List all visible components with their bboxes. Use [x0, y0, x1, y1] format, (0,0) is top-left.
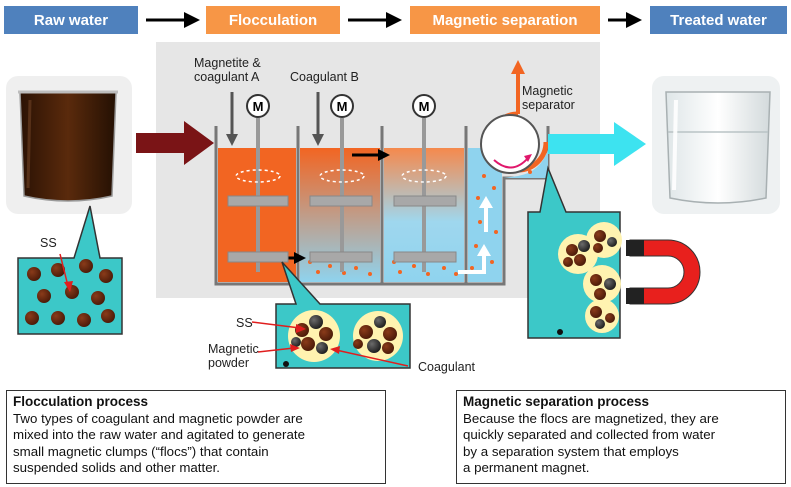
- step-flocculation-label: Flocculation: [228, 11, 318, 29]
- step-treated-water: Treated water: [650, 6, 787, 34]
- magnetic-separation-process-title: Magnetic separation process: [463, 394, 650, 409]
- magnetic-separation-process-box: Magnetic separation process Because the …: [456, 390, 786, 484]
- separation-callout: [527, 165, 622, 339]
- header-arrow-1: [146, 12, 200, 28]
- label-magnetic-powder: Magnetic powder: [208, 342, 259, 370]
- agitator-1: [227, 118, 289, 272]
- magnetic-separation-process-line: a permanent magnet.: [463, 460, 590, 475]
- label-coagulant: Coagulant: [418, 360, 475, 374]
- flocculation-process-line: suspended solids and other matter.: [13, 460, 220, 475]
- treated-water-beaker: [652, 76, 780, 214]
- motor-3: M: [412, 94, 436, 118]
- agitator-2: [309, 118, 373, 272]
- label-ss-left: SS: [40, 236, 57, 250]
- step-treated-water-label: Treated water: [670, 11, 767, 29]
- label-magnetite-coagulant-a: Magnetite & coagulant A: [194, 56, 261, 84]
- motor-1-label: M: [253, 99, 264, 114]
- label-magnetic-separator-line1: Magnetic: [522, 84, 573, 98]
- agitator-3: [393, 118, 457, 272]
- motor-3-label: M: [419, 99, 430, 114]
- label-magnetic-separator: Magnetic separator: [522, 84, 575, 112]
- label-magnetite-coagulant-a-line2: coagulant A: [194, 70, 260, 84]
- flocculation-process-title: Flocculation process: [13, 394, 149, 409]
- magnetic-separation-process-line: by a separation system that employs: [463, 443, 679, 459]
- magnetic-separation-process-line: Because the flocs are magnetized, they a…: [463, 410, 719, 426]
- label-ss-mid: SS: [236, 316, 253, 330]
- tank-flow-arrow: [352, 149, 390, 161]
- ss-callout: [17, 205, 123, 335]
- separator-upflow-arrows: [458, 196, 493, 274]
- floc-callout: [251, 261, 411, 369]
- header-arrow-2: [348, 12, 402, 28]
- motor-1: M: [246, 94, 270, 118]
- magnetic-separator-drum: [480, 60, 549, 174]
- motor-2: M: [330, 94, 354, 118]
- dosing-arrow-a: [226, 92, 238, 146]
- raw-water-beaker: [6, 76, 132, 214]
- header-arrow-3: [608, 12, 642, 28]
- label-magnetic-powder-line1: Magnetic: [208, 342, 259, 356]
- dosing-arrow-b: [312, 92, 324, 146]
- label-magnetic-separator-line2: separator: [522, 98, 575, 112]
- label-magnetic-powder-line2: powder: [208, 356, 249, 370]
- horseshoe-magnet-icon: [626, 239, 701, 305]
- raw-water-inflow-arrow: [136, 121, 214, 165]
- step-raw-water: Raw water: [4, 6, 138, 34]
- step-magnetic-separation: Magnetic separation: [410, 6, 600, 34]
- step-flocculation: Flocculation: [206, 6, 340, 34]
- step-raw-water-label: Raw water: [33, 11, 109, 29]
- flocculation-process-box: Flocculation process Two types of coagul…: [6, 390, 386, 484]
- magnetic-separation-process-line: quickly separated and collected from wat…: [463, 427, 716, 442]
- label-coagulant-b: Coagulant B: [290, 70, 359, 84]
- treated-water-outflow-arrow: [548, 122, 646, 166]
- step-magnetic-separation-label: Magnetic separation: [432, 11, 578, 29]
- motor-2-label: M: [337, 99, 348, 114]
- flocculation-process-line: mixed into the raw water and agitated to…: [13, 427, 305, 442]
- flocculation-process-line: small magnetic clumps (“flocs”) that con…: [13, 443, 269, 459]
- label-magnetite-coagulant-a-line1: Magnetite &: [194, 56, 261, 70]
- flocculation-process-line: Two types of coagulant and magnetic powd…: [13, 410, 303, 426]
